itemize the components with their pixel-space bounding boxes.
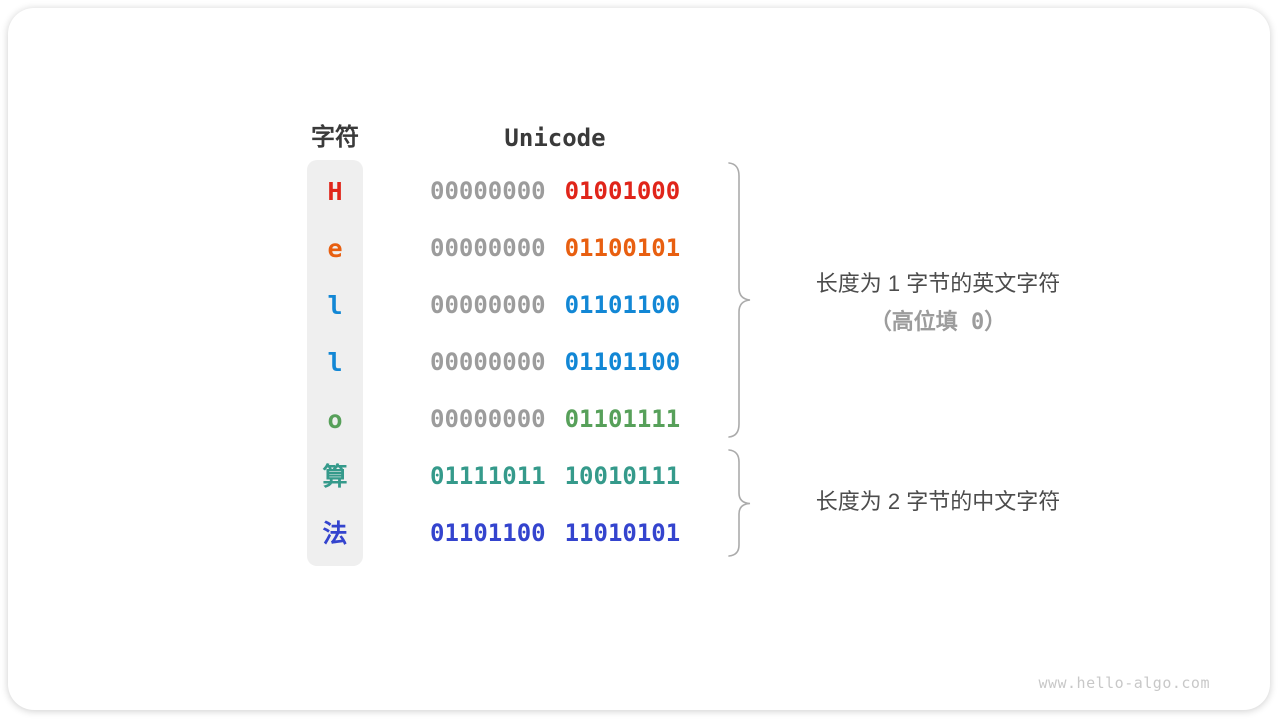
unicode-bytes-cell: 00000000 01101100 [430,334,680,391]
low-byte: 01100101 [564,234,681,262]
table-row: l 00000000 01101100 [8,277,1270,334]
unicode-bytes-cell: 00000000 01001000 [430,163,680,220]
character-cell: 法 [322,519,348,548]
annotation-english-line2: （高位填 0） [869,310,1007,335]
diagram-card: 字符 Unicode H 00000000 01001000 e 0000000… [8,8,1270,710]
annotation-chinese-line1: 长度为 2 字节的中文字符 [815,489,1061,514]
character-cell: H [327,177,343,206]
character-cell: l [327,291,343,320]
annotation-english-line1: 长度为 1 字节的英文字符 [815,271,1061,296]
unicode-bytes-cell: 01111011 10010111 [430,448,680,505]
unicode-bytes-cell: 00000000 01101111 [430,391,680,448]
high-byte: 01101100 [430,519,546,547]
low-byte: 01101100 [564,348,681,376]
table-row: H 00000000 01001000 [8,163,1270,220]
high-byte: 01111011 [430,462,546,490]
high-byte: 00000000 [430,348,546,376]
character-cell: o [327,405,343,434]
table-row: o 00000000 01101111 [8,391,1270,448]
annotation-chinese: 长度为 2 字节的中文字符 [760,488,1116,516]
unicode-bytes-cell: 01101100 11010101 [430,505,680,562]
low-byte: 01101100 [564,291,681,319]
high-byte: 00000000 [430,405,546,433]
character-cell: 算 [322,462,348,491]
low-byte: 10010111 [564,462,681,490]
column-header-char: 字符 [311,124,359,151]
table-row: 法 01101100 11010101 [8,505,1270,562]
watermark: www.hello-algo.com [1038,674,1210,692]
high-byte: 00000000 [430,177,546,205]
low-byte: 01001000 [564,177,681,205]
high-byte: 00000000 [430,234,546,262]
column-header-unicode: Unicode [504,124,606,152]
low-byte: 11010101 [564,519,681,547]
high-byte: 00000000 [430,291,546,319]
table-row: 算 01111011 10010111 [8,448,1270,505]
annotation-english: 长度为 1 字节的英文字符 （高位填 0） [760,270,1116,337]
unicode-bytes-cell: 00000000 01100101 [430,220,680,277]
char-column-background [307,160,363,566]
low-byte: 01101111 [564,405,681,433]
table-row: l 00000000 01101100 [8,334,1270,391]
unicode-bytes-cell: 00000000 01101100 [430,277,680,334]
table-row: e 00000000 01100101 [8,220,1270,277]
character-cell: l [327,348,343,377]
character-cell: e [327,234,343,263]
